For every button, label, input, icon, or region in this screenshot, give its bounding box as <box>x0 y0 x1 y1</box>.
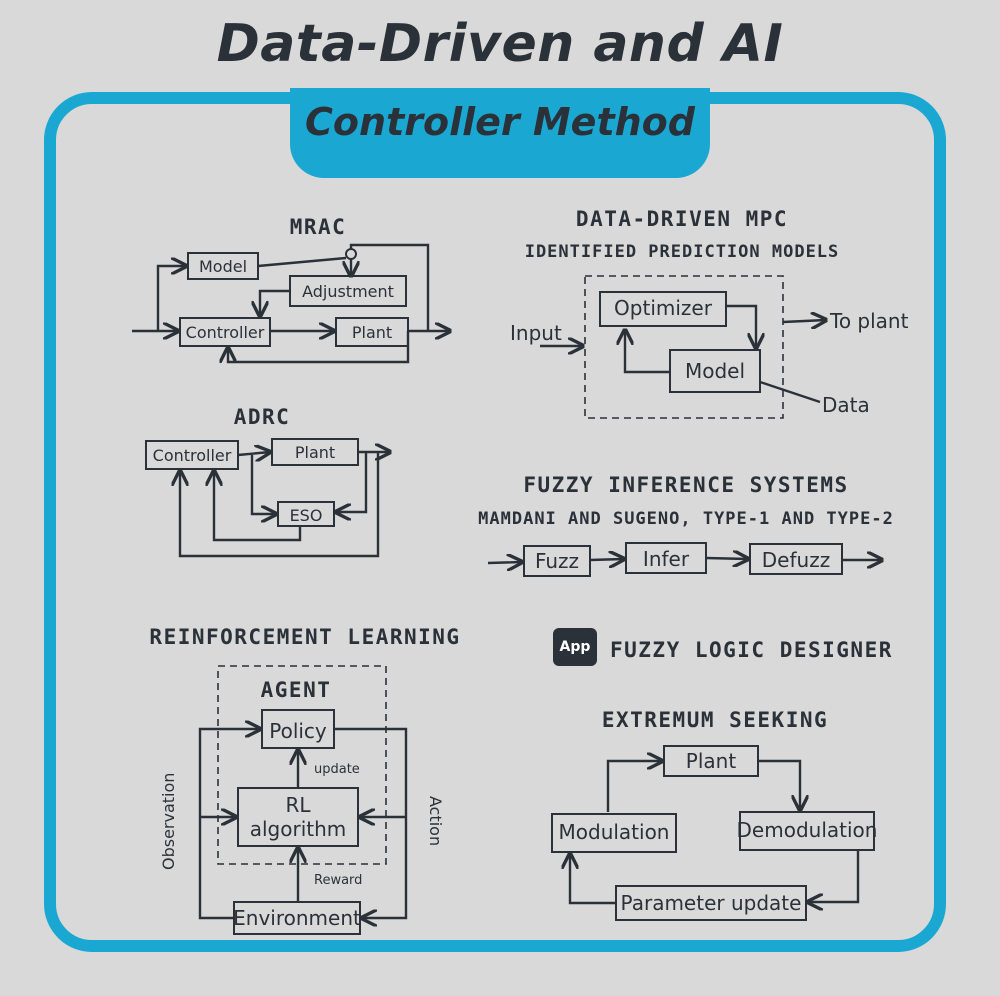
mpc-to-plant-label: To plant <box>829 309 909 333</box>
fuzzy-heading: FUZZY INFERENCE SYSTEMS <box>523 473 848 497</box>
adrc-heading: ADRC <box>234 405 291 429</box>
rl-connectors <box>198 729 408 918</box>
rl-reward-label: Reward <box>314 873 362 888</box>
fuzzy-fuzz-label: Fuzz <box>535 549 579 573</box>
es-modulation-box <box>551 813 677 853</box>
adrc-eso-label: ESO <box>290 506 323 525</box>
section-tab <box>290 88 710 178</box>
mrac-heading: MRAC <box>290 215 347 239</box>
mpc-input-label: Input <box>510 321 562 345</box>
fuzzy-subheading: MAMDANI AND SUGENO, TYPE-1 AND TYPE-2 <box>478 509 894 529</box>
section-title: Controller Method <box>305 100 695 144</box>
rl-observation-label: Observation <box>159 773 178 870</box>
rl-policy-label: Policy <box>269 719 327 743</box>
es-plant-label: Plant <box>686 749 737 773</box>
mpc-optimizer-label: Optimizer <box>614 296 713 320</box>
fuzzy-defuzz-label: Defuzz <box>762 548 830 572</box>
rl-environment-label: Environment <box>233 906 361 930</box>
es-heading: EXTREMUM SEEKING <box>602 708 828 732</box>
mpc-heading: DATA-DRIVEN MPC <box>576 207 788 231</box>
rl-agent-label: AGENT <box>261 678 332 702</box>
es-demodulation-label: Demodulation <box>737 818 878 842</box>
mpc-diagram: DATA-DRIVEN MPC IDENTIFIED PREDICTION MO… <box>510 207 909 419</box>
adrc-plant-label: Plant <box>295 443 335 462</box>
adrc-diagram: ADRC Controller Plant ESO <box>145 405 390 558</box>
es-parameter-update-label: Parameter update <box>621 891 802 915</box>
es-modulation-label: Modulation <box>559 820 670 844</box>
mrac-model-label: Model <box>199 257 247 276</box>
es-demodulation-box <box>739 811 875 851</box>
fuzzy-fuzz-box <box>523 545 591 577</box>
app-badge[interactable]: App <box>553 628 597 666</box>
extremum-seeking-diagram: EXTREMUM SEEKING Plant Modulation Demodu… <box>551 708 878 921</box>
mpc-dashed-boundary <box>584 275 784 419</box>
fuzzy-diagram: FUZZY INFERENCE SYSTEMS MAMDANI AND SUGE… <box>478 473 894 577</box>
fuzzy-infer-label: Infer <box>643 547 690 571</box>
adrc-connectors <box>180 452 390 558</box>
mrac-controller-label: Controller <box>186 323 265 342</box>
rl-algorithm-label-line1: RL <box>285 793 311 817</box>
mrac-plant-label: Plant <box>352 323 392 342</box>
rl-algorithm-label-line2: algorithm <box>250 817 347 841</box>
mrac-connectors <box>132 243 450 364</box>
mpc-data-label: Data <box>822 393 870 417</box>
mrac-sum-junction <box>345 248 357 260</box>
mrac-adjustment-label: Adjustment <box>302 282 394 301</box>
es-connectors <box>570 761 860 903</box>
adrc-controller-label: Controller <box>153 446 232 465</box>
rl-diagram: REINFORCEMENT LEARNING AGENT Policy upda… <box>149 625 460 935</box>
mpc-optimizer-box <box>599 291 727 327</box>
mpc-subheading: IDENTIFIED PREDICTION MODELS <box>525 242 840 262</box>
rl-agent-boundary <box>217 665 387 865</box>
rl-action-label: Action <box>426 796 445 846</box>
mrac-diagram: MRAC Model Adjustment Controller Plant <box>132 215 450 364</box>
mpc-connectors <box>540 304 826 404</box>
adrc-eso-box <box>277 501 335 527</box>
mpc-model-label: Model <box>685 359 745 383</box>
fuzzy-logic-designer-label: FUZZY LOGIC DESIGNER <box>610 638 893 662</box>
rl-heading: REINFORCEMENT LEARNING <box>149 625 460 649</box>
page-title: Data-Driven and AI <box>216 14 784 74</box>
rl-update-label: update <box>314 762 360 777</box>
fuzzy-connectors <box>487 558 882 563</box>
